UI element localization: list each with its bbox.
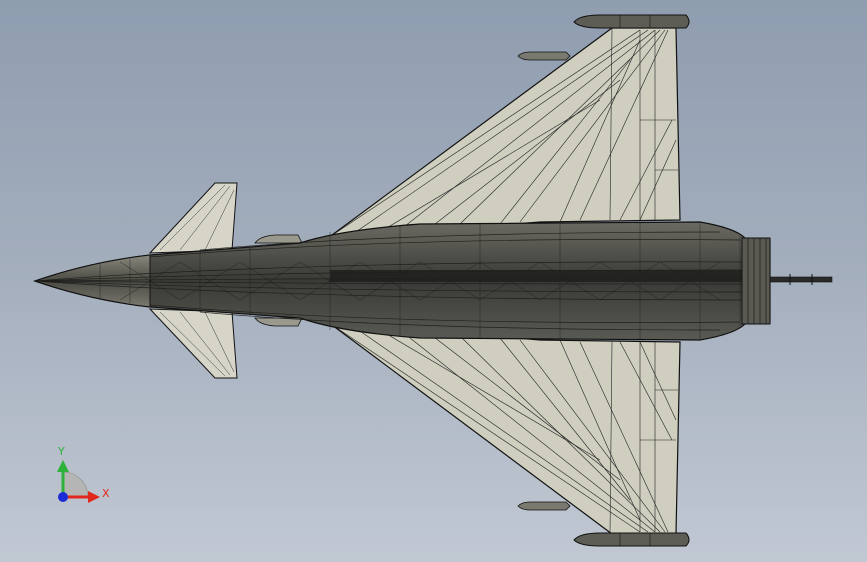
upper-wing (325, 27, 681, 239)
lower-missile (517, 501, 571, 511)
lower-wing (325, 321, 681, 535)
tail-probe (769, 274, 833, 285)
upper-missile (517, 51, 571, 61)
fuselage (33, 221, 771, 341)
lower-wingtip-pod (573, 532, 690, 547)
upper-canard (148, 182, 238, 254)
lower-canard (148, 308, 238, 379)
lower-intake (254, 317, 303, 327)
upper-wingtip-pod (573, 14, 690, 29)
upper-intake (254, 234, 303, 244)
engine-nozzle (741, 237, 771, 325)
